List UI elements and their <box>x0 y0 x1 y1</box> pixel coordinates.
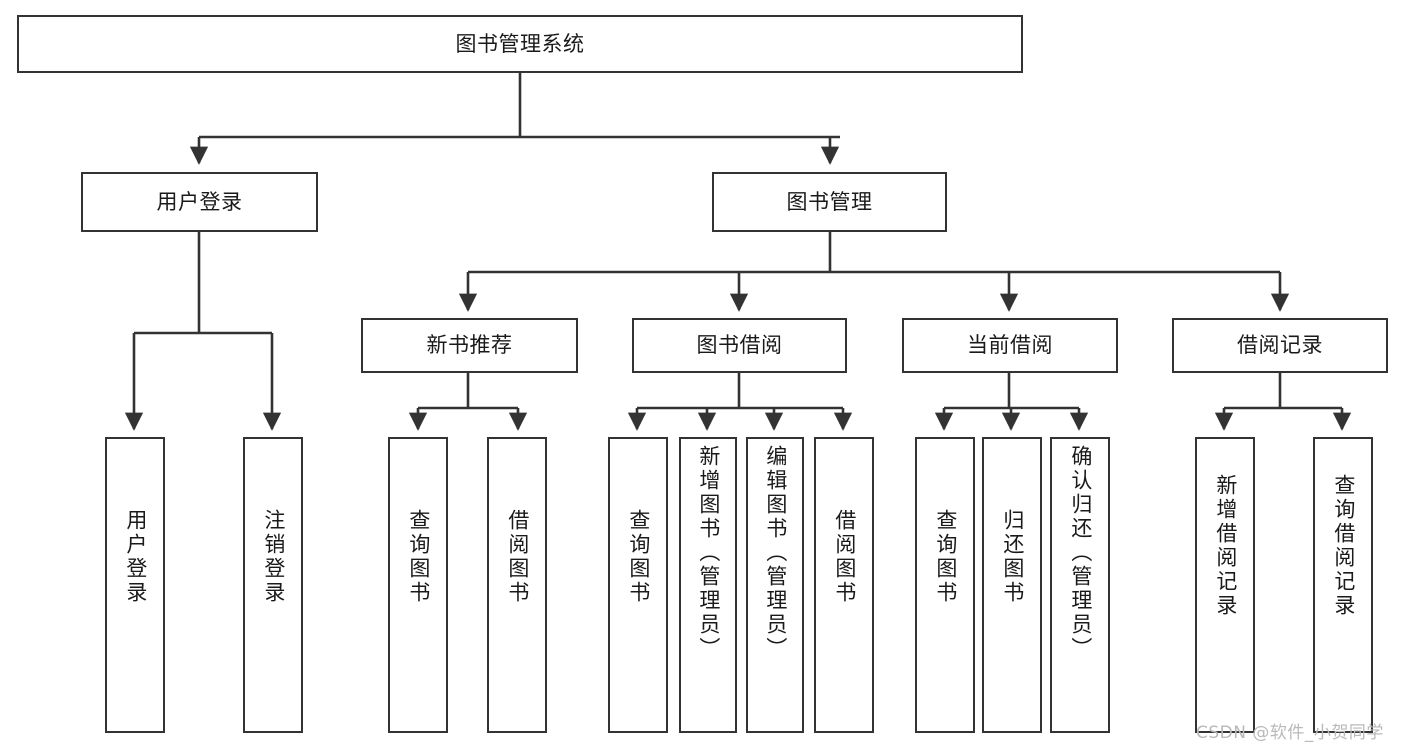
node-leaf-query-book-2-label: 查询图书 <box>626 509 651 605</box>
node-borrow-records[interactable]: 借阅记录 <box>1172 318 1388 373</box>
node-user-login-label: 用户登录 <box>156 189 243 214</box>
node-leaf-confirm-return[interactable]: 确认归还（管理员） <box>1050 437 1110 733</box>
node-leaf-edit-book-label: 编辑图书（管理员） <box>763 445 788 661</box>
node-leaf-query-book-3[interactable]: 查询图书 <box>915 437 975 733</box>
node-leaf-query-book-1-label: 查询图书 <box>406 509 431 605</box>
node-user-login[interactable]: 用户登录 <box>81 172 318 232</box>
node-leaf-borrow-book-1-label: 借阅图书 <box>505 509 530 605</box>
node-new-book-recommend[interactable]: 新书推荐 <box>361 318 578 373</box>
node-leaf-add-record-label: 新增借阅记录 <box>1213 474 1238 618</box>
node-leaf-user-login[interactable]: 用户登录 <box>105 437 165 733</box>
node-book-borrow-label: 图书借阅 <box>696 333 783 358</box>
node-book-borrow[interactable]: 图书借阅 <box>632 318 847 373</box>
node-leaf-query-book-3-label: 查询图书 <box>933 509 958 605</box>
node-book-management-label: 图书管理 <box>786 189 873 214</box>
node-current-borrow[interactable]: 当前借阅 <box>902 318 1118 373</box>
node-leaf-add-book[interactable]: 新增图书（管理员） <box>679 437 737 733</box>
node-leaf-logout[interactable]: 注销登录 <box>243 437 303 733</box>
node-leaf-add-record[interactable]: 新增借阅记录 <box>1195 437 1255 733</box>
node-leaf-user-login-label: 用户登录 <box>123 509 148 605</box>
node-leaf-return-book[interactable]: 归还图书 <box>982 437 1042 733</box>
node-book-management[interactable]: 图书管理 <box>712 172 947 232</box>
node-leaf-query-record-label: 查询借阅记录 <box>1331 474 1356 618</box>
node-borrow-records-label: 借阅记录 <box>1237 333 1323 358</box>
node-leaf-borrow-book-1[interactable]: 借阅图书 <box>487 437 547 733</box>
node-leaf-borrow-book-2-label: 借阅图书 <box>832 509 857 605</box>
node-root-label: 图书管理系统 <box>455 31 585 56</box>
node-leaf-logout-label: 注销登录 <box>261 509 286 605</box>
node-leaf-query-book-1[interactable]: 查询图书 <box>388 437 448 733</box>
node-new-book-recommend-label: 新书推荐 <box>426 333 513 358</box>
node-leaf-query-book-2[interactable]: 查询图书 <box>608 437 668 733</box>
node-leaf-edit-book[interactable]: 编辑图书（管理员） <box>746 437 804 733</box>
node-leaf-return-book-label: 归还图书 <box>1000 509 1025 605</box>
node-root[interactable]: 图书管理系统 <box>17 15 1023 73</box>
node-current-borrow-label: 当前借阅 <box>967 333 1053 358</box>
csdn-watermark: CSDN @软件_小贺同学 <box>1196 723 1384 743</box>
node-leaf-query-record[interactable]: 查询借阅记录 <box>1313 437 1373 733</box>
node-leaf-borrow-book-2[interactable]: 借阅图书 <box>814 437 874 733</box>
node-leaf-add-book-label: 新增图书（管理员） <box>696 445 721 661</box>
node-leaf-confirm-return-label: 确认归还（管理员） <box>1068 445 1093 661</box>
